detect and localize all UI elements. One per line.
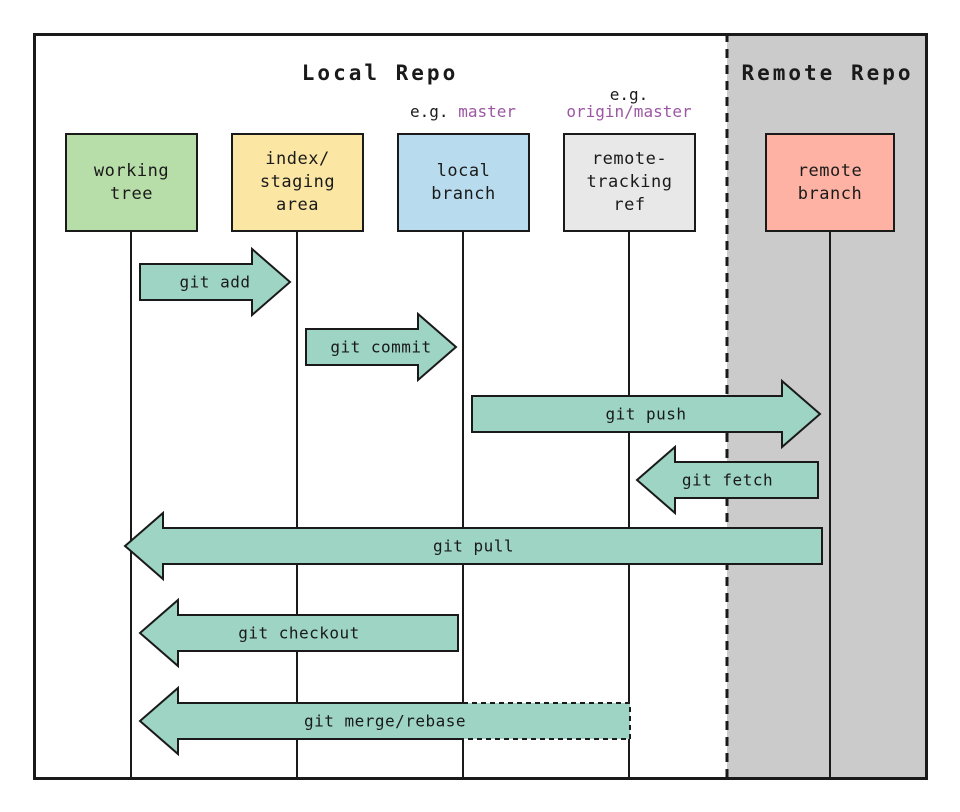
working-tree-lifeline bbox=[130, 232, 132, 778]
arrow-git-pull bbox=[123, 510, 823, 582]
remote-branch-lifeline bbox=[829, 232, 831, 778]
eg-remote-value: origin/master bbox=[566, 102, 692, 121]
arrow-label-git-checkout: git checkout bbox=[238, 624, 360, 643]
remote-tracking-box: remote- tracking ref bbox=[563, 133, 696, 232]
index-staging-lifeline bbox=[296, 232, 298, 778]
local-repo-title: Local Repo bbox=[301, 61, 459, 85]
remote-repo-title: Remote Repo bbox=[741, 61, 914, 85]
working-tree-box: working tree bbox=[65, 133, 198, 232]
remote-tracking-label: remote- tracking ref bbox=[586, 149, 673, 215]
arrow-label-git-merge-rebase: git merge/rebase bbox=[304, 712, 466, 731]
index-staging-box: index/ staging area bbox=[231, 133, 364, 232]
arrow-git-push bbox=[471, 378, 822, 450]
local-branch-label: local branch bbox=[431, 160, 496, 204]
arrow-git-merge-rebase-dashed-extension bbox=[463, 702, 631, 740]
diagram-frame bbox=[33, 33, 928, 780]
arrow-git-commit bbox=[305, 311, 458, 383]
eg-origin-master-label: e.g. origin/master bbox=[529, 86, 729, 120]
arrow-git-checkout bbox=[138, 597, 459, 669]
arrow-git-fetch bbox=[635, 444, 819, 516]
remote-tracking-lifeline bbox=[628, 232, 630, 778]
local-branch-box: local branch bbox=[397, 133, 530, 232]
arrow-git-add bbox=[139, 246, 292, 318]
eg-master-label: e.g. master bbox=[363, 103, 563, 120]
arrow-label-git-add: git add bbox=[180, 273, 251, 292]
eg-remote-prefix: e.g. bbox=[609, 85, 649, 104]
local-branch-lifeline bbox=[462, 232, 464, 778]
index-staging-label: index/ staging area bbox=[259, 149, 336, 215]
eg-local-prefix: e.g. bbox=[410, 102, 449, 121]
arrow-label-git-pull: git pull bbox=[433, 537, 514, 556]
remote-branch-label: remote branch bbox=[797, 160, 863, 204]
remote-branch-box: remote branch bbox=[765, 133, 895, 232]
eg-local-value: master bbox=[458, 102, 516, 121]
arrow-label-git-push: git push bbox=[605, 405, 686, 424]
arrow-label-git-commit: git commit bbox=[330, 338, 431, 357]
arrow-label-git-fetch: git fetch bbox=[682, 471, 773, 490]
arrow-git-merge-rebase bbox=[138, 685, 463, 757]
working-tree-label: working tree bbox=[93, 160, 170, 204]
